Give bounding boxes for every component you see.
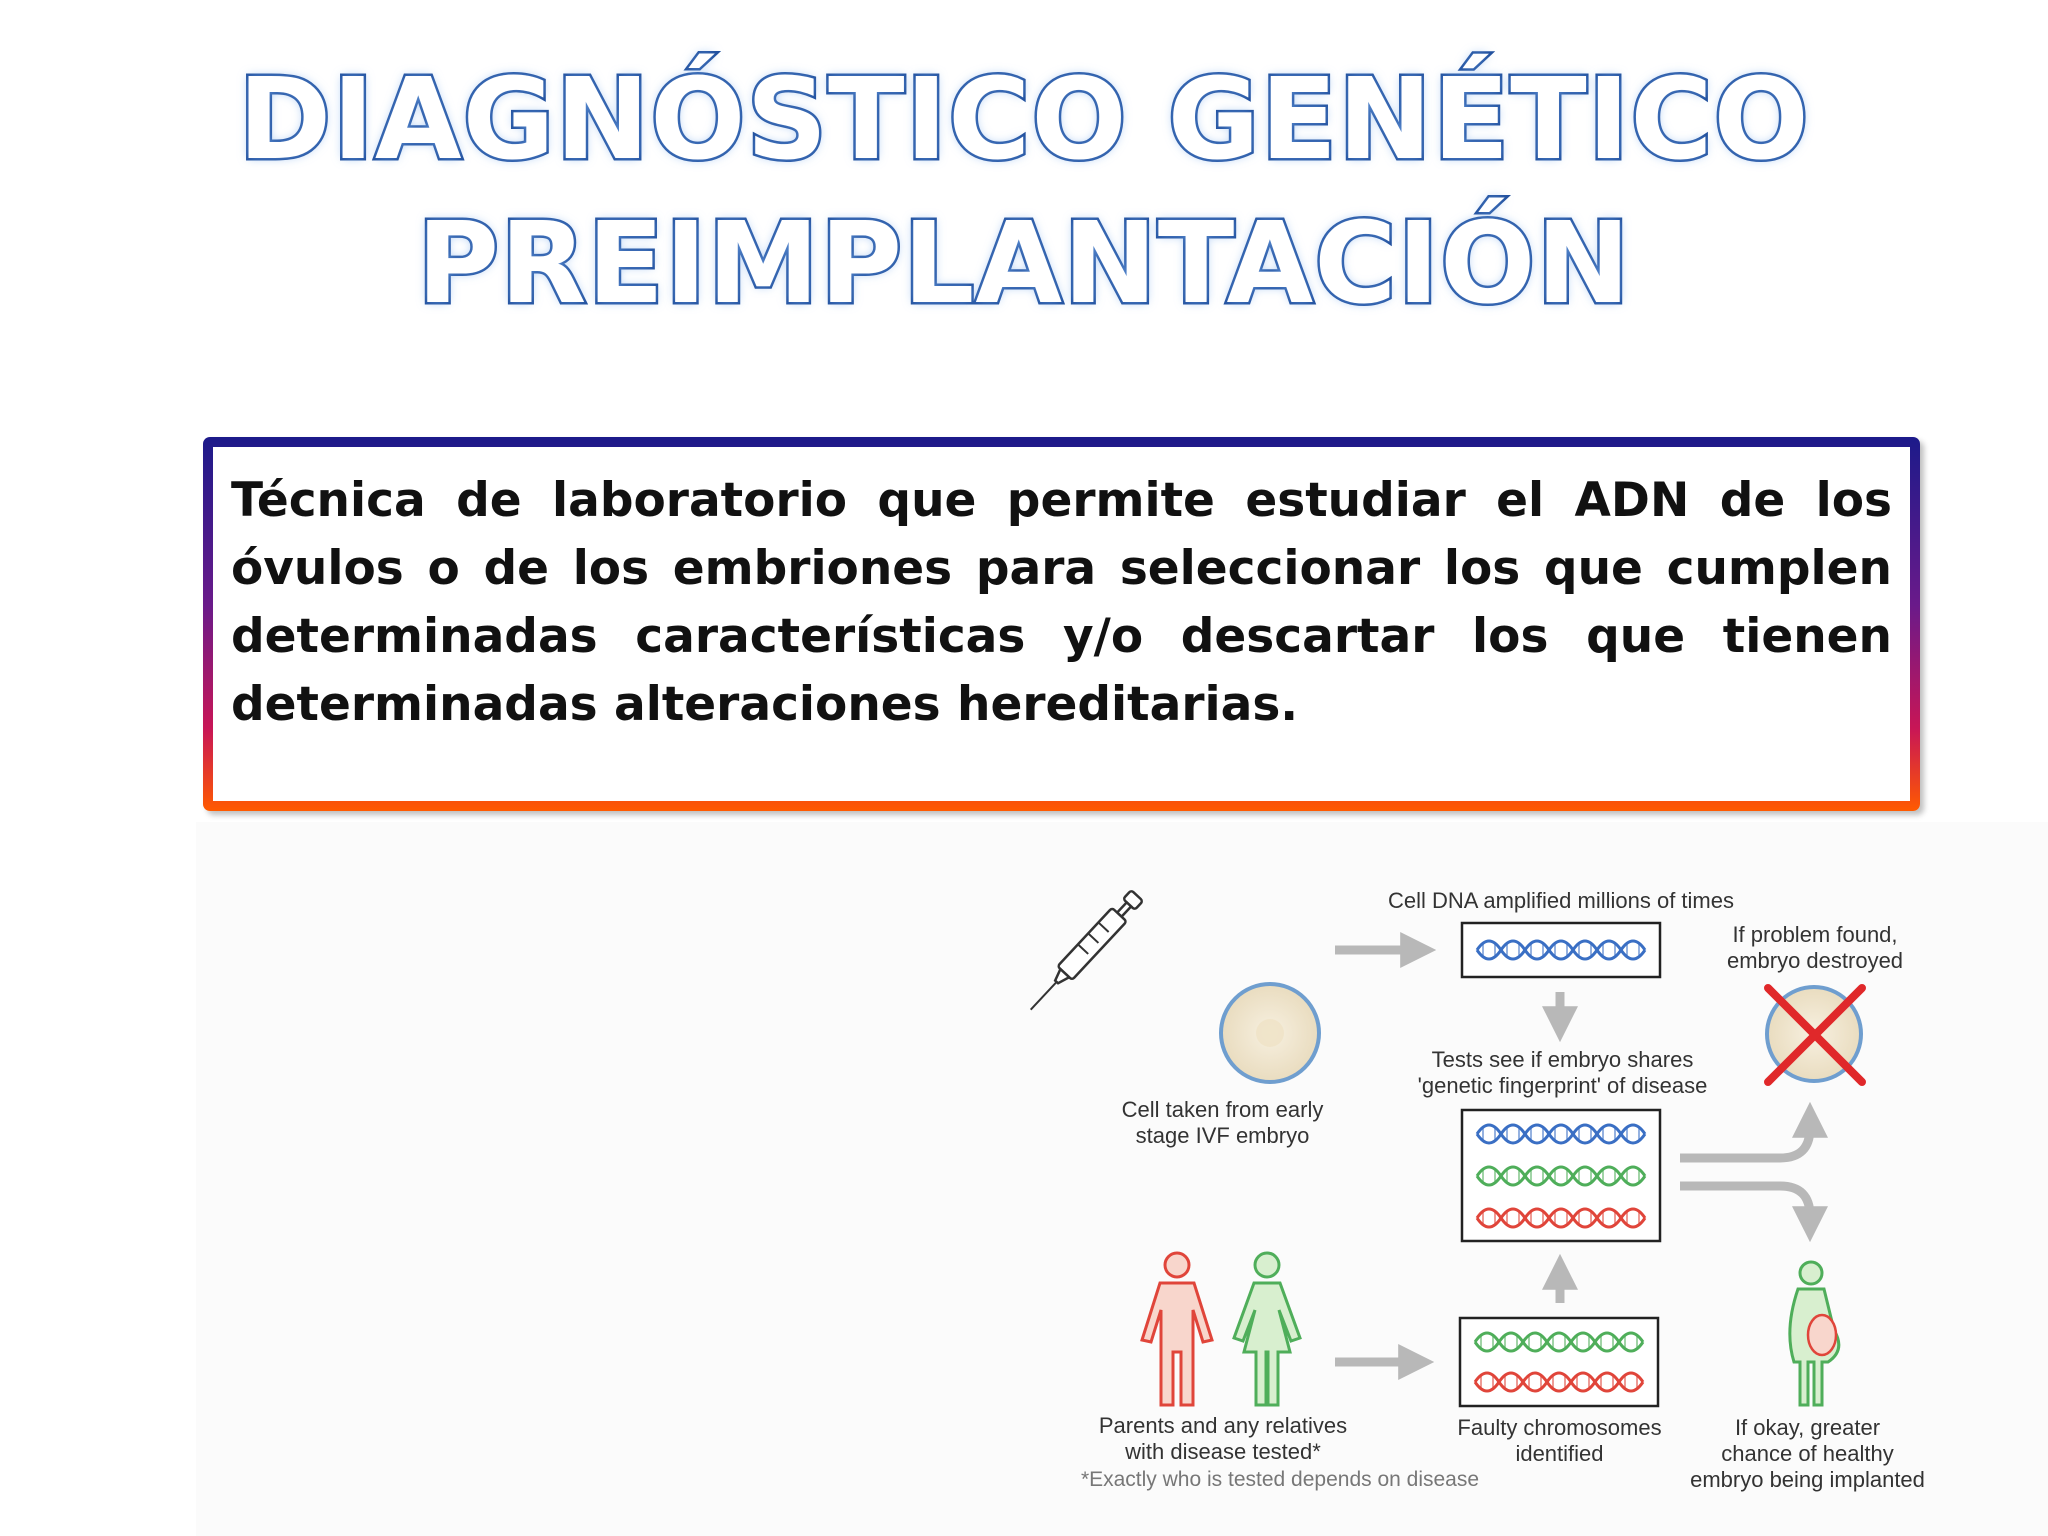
- faulty-chromosomes-box: [1458, 1316, 1660, 1408]
- parents-label-line-2: with disease tested*: [1125, 1439, 1321, 1464]
- amplified-dna-box: [1460, 921, 1662, 979]
- cell-label: Cell taken from early stage IVF embryo: [1100, 1097, 1345, 1149]
- title-line-2: PREIMPLANTACIÓN: [414, 197, 1632, 332]
- definition-inner: Técnica de laboratorio que permite estud…: [213, 447, 1910, 801]
- amplified-label: Cell DNA amplified millions of times: [1388, 888, 1734, 913]
- embryo-icon: [1219, 982, 1321, 1084]
- faulty-label-line-1: Faulty chromosomes: [1457, 1415, 1662, 1440]
- okay-label-line-2: chance of healthy: [1721, 1441, 1894, 1466]
- parents-label: Parents and any relatives with disease t…: [1078, 1413, 1368, 1465]
- cell-label-line-1: Cell taken from early: [1121, 1097, 1324, 1122]
- diagram-background: [196, 822, 2048, 1536]
- tests-label-line-1: Tests see if embryo shares: [1431, 1047, 1694, 1072]
- faulty-label-line-2: identified: [1515, 1441, 1604, 1466]
- okay-label: If okay, greater chance of healthy embry…: [1665, 1415, 1950, 1493]
- arrow-to-implanted: [1680, 1181, 1828, 1243]
- cell-label-line-2: stage IVF embryo: [1135, 1123, 1310, 1148]
- tests-label: Tests see if embryo shares 'genetic fing…: [1380, 1047, 1745, 1099]
- faulty-label: Faulty chromosomes identified: [1432, 1415, 1687, 1467]
- footnote: *Exactly who is tested depends on diseas…: [1080, 1468, 1480, 1491]
- problem-label-line-1: If problem found,: [1732, 922, 1898, 947]
- pregnant-woman-icon: [1788, 1260, 1841, 1407]
- okay-label-line-3: embryo being implanted: [1690, 1467, 1925, 1492]
- arrow-to-destroyed: [1680, 1101, 1828, 1163]
- syringe-icon: [1029, 890, 1143, 1011]
- father-icon: [1140, 1251, 1214, 1407]
- destroyed-embryo-icon: [1764, 984, 1866, 1086]
- problem-label-line-2: embryo destroyed: [1726, 948, 1904, 973]
- definition-box: Técnica de laboratorio que permite estud…: [203, 437, 1920, 811]
- page-title: DIAGNÓSTICO GENÉTICO PREIMPLANTACIÓN: [0, 48, 2048, 336]
- comparison-dna-box: [1460, 1108, 1662, 1243]
- tests-label-line-2: 'genetic fingerprint' of disease: [1417, 1073, 1708, 1098]
- okay-label-line-1: If okay, greater: [1734, 1415, 1881, 1440]
- title-line-1: DIAGNÓSTICO GENÉTICO: [236, 53, 1811, 188]
- definition-text: Técnica de laboratorio que permite estud…: [231, 473, 1892, 732]
- mother-icon: [1232, 1251, 1302, 1407]
- parents-label-line-1: Parents and any relatives: [1098, 1413, 1348, 1438]
- problem-label: If problem found, embryo destroyed: [1690, 922, 1940, 974]
